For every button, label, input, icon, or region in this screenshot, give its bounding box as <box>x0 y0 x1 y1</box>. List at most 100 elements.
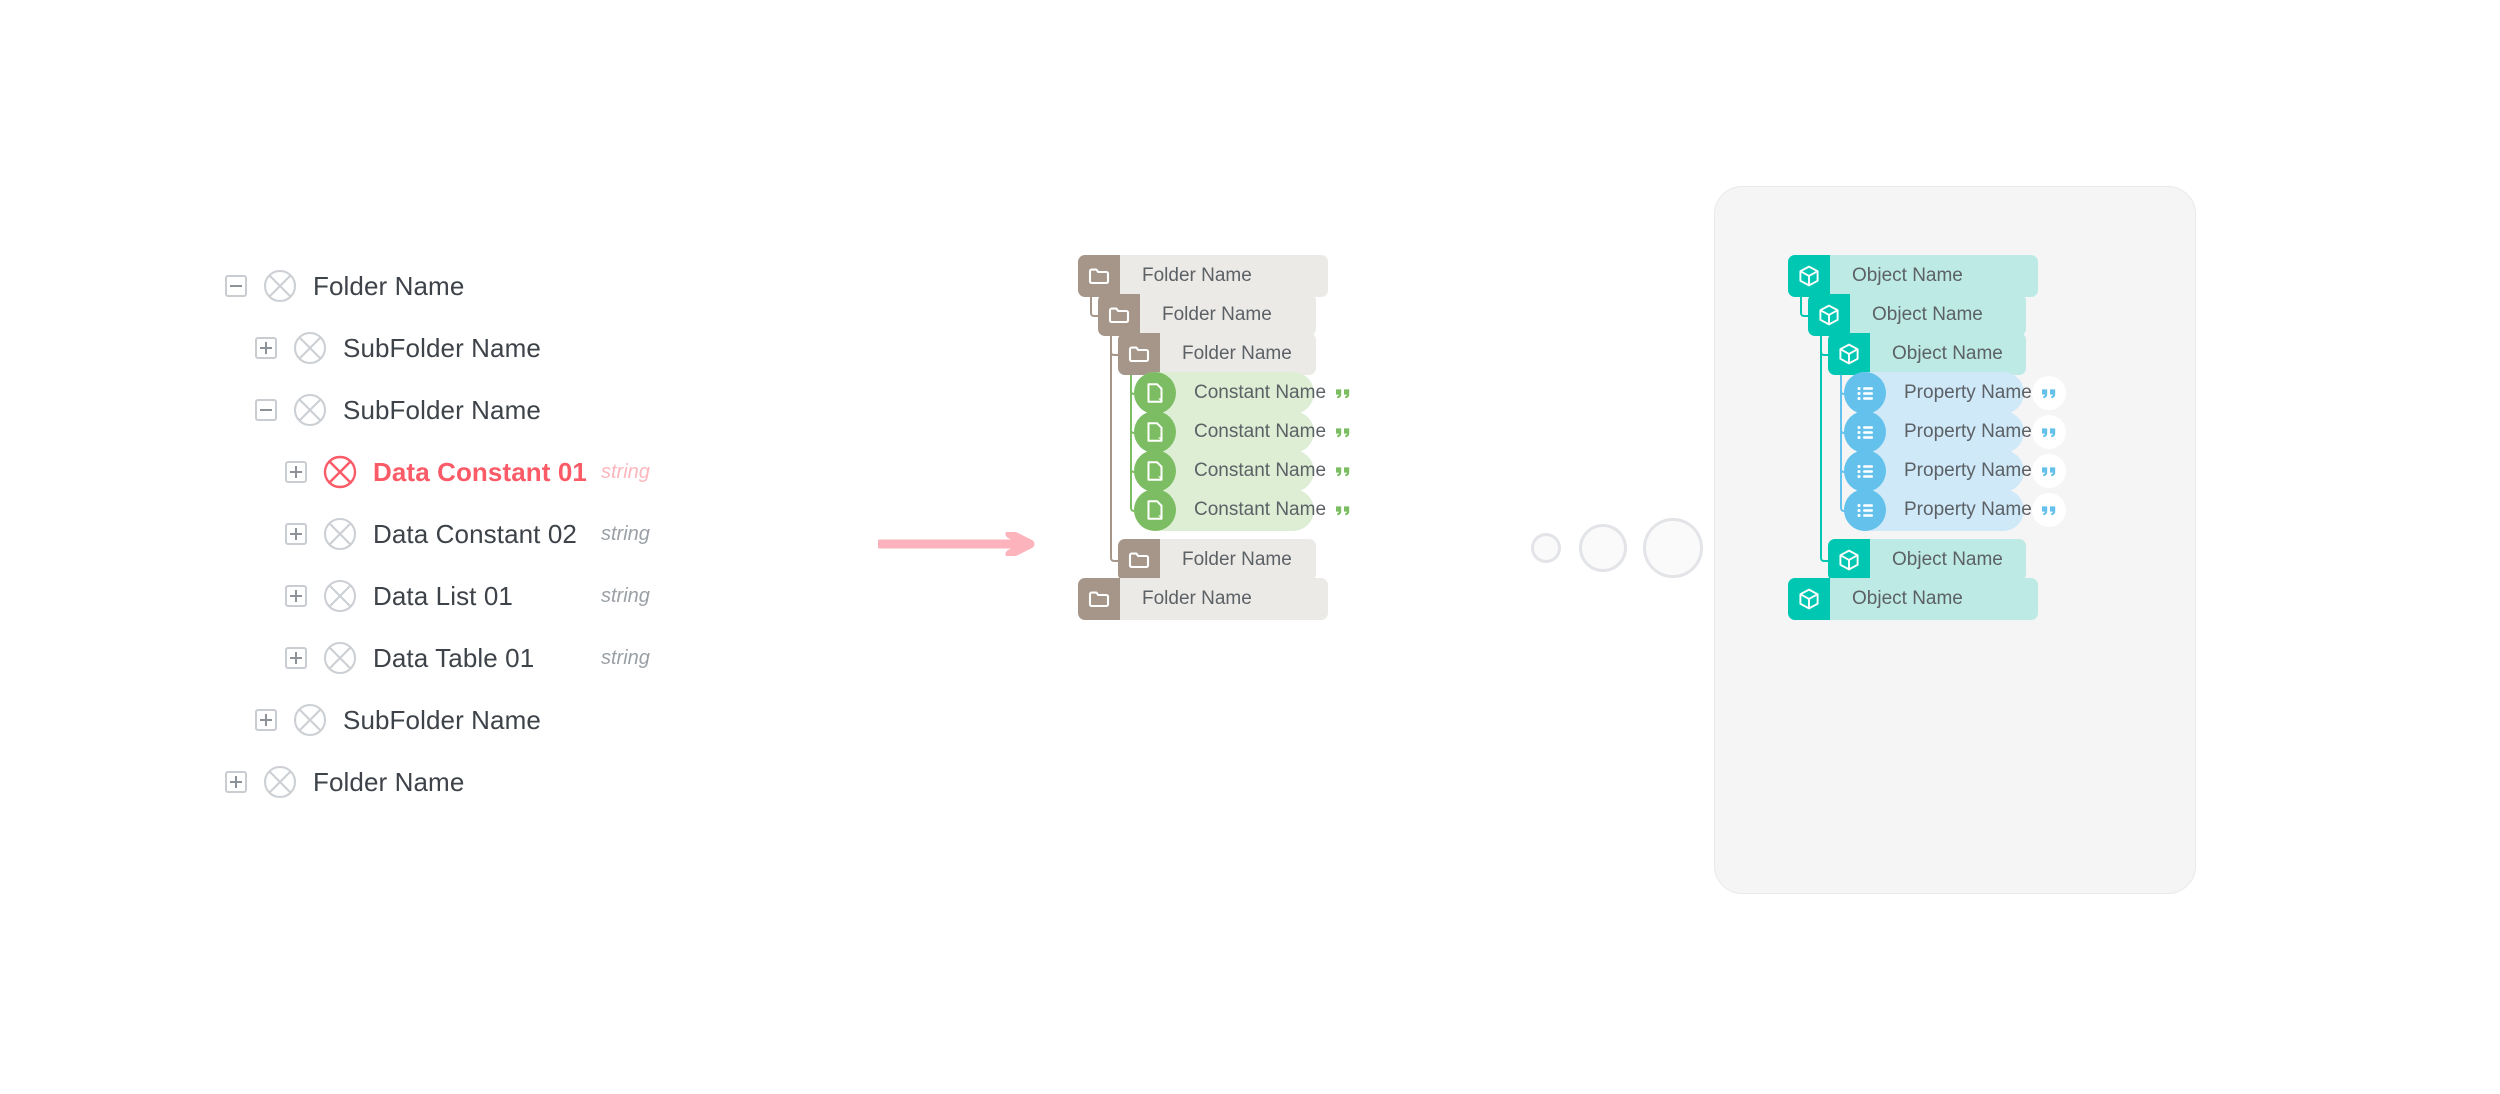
chip-row[interactable]: Property Name <box>1844 411 2066 453</box>
folder-chip[interactable]: Folder Name <box>1118 539 1316 581</box>
chip-label: Folder Name <box>1120 578 1328 620</box>
expand-icon[interactable] <box>285 523 307 545</box>
quote-icon <box>1326 376 1361 410</box>
object-chip[interactable]: Object Name <box>1808 294 2026 336</box>
quote-icon <box>2031 493 2066 527</box>
chip-label: Object Name <box>1830 255 2038 297</box>
chip-row[interactable]: Constant Name <box>1134 372 1361 414</box>
expand-icon[interactable] <box>285 585 307 607</box>
folder-chip[interactable]: Folder Name <box>1098 294 1316 336</box>
tree-connector <box>1090 297 1100 317</box>
transition-dots <box>1525 518 1715 578</box>
chip-label: Folder Name <box>1140 294 1316 336</box>
constant-chip[interactable]: Constant Name <box>1134 450 1361 492</box>
property-chip[interactable]: Property Name <box>1844 489 2066 531</box>
chip-row[interactable]: Object Name <box>1788 578 2038 620</box>
chip-label: Property Name <box>1904 421 2032 442</box>
chip-row[interactable]: Folder Name <box>1078 255 1328 297</box>
expand-icon[interactable] <box>285 647 307 669</box>
folder-icon <box>1078 578 1120 620</box>
chip-row[interactable]: Folder Name <box>1118 539 1316 581</box>
property-chip[interactable]: Property Name <box>1844 411 2066 453</box>
flow-arrow <box>875 529 1038 559</box>
tree-row-type: string <box>601 584 650 607</box>
property-chip[interactable]: Property Name <box>1844 372 2066 414</box>
object-chip[interactable]: Object Name <box>1828 539 2026 581</box>
tree-row[interactable]: SubFolder Name <box>225 317 845 379</box>
object-chip[interactable]: Object Name <box>1788 255 2038 297</box>
tree-connector <box>1820 336 1830 562</box>
transition-dot-medium <box>1579 524 1627 572</box>
chip-row[interactable]: Folder Name <box>1118 333 1316 375</box>
tree-row-label: Data Constant 02 <box>373 518 577 549</box>
tree-row[interactable]: Folder Name <box>225 751 845 813</box>
constant-chip[interactable]: Constant Name <box>1134 411 1361 453</box>
cube-icon <box>1788 255 1830 297</box>
collapse-icon[interactable] <box>225 275 247 297</box>
chip-label: Folder Name <box>1160 333 1316 375</box>
folder-chip[interactable]: Folder Name <box>1078 255 1328 297</box>
quote-icon <box>1326 454 1361 488</box>
tree-row[interactable]: SubFolder Name <box>225 689 845 751</box>
chip-row[interactable]: Object Name <box>1828 333 2026 375</box>
constant-chip[interactable]: Constant Name <box>1134 372 1361 414</box>
crossed-circle-icon <box>293 393 327 427</box>
transition-dot-small <box>1531 533 1561 563</box>
chip-row[interactable]: Constant Name <box>1134 411 1361 453</box>
cube-icon <box>1788 578 1830 620</box>
chip-row[interactable]: Property Name <box>1844 489 2066 531</box>
quote-icon <box>2031 415 2066 449</box>
list-icon <box>1844 450 1886 492</box>
tree-row-label: SubFolder Name <box>343 704 541 735</box>
crossed-circle-icon <box>323 517 357 551</box>
object-chip[interactable]: Object Name <box>1788 578 2038 620</box>
expand-icon[interactable] <box>225 771 247 793</box>
chip-label: Object Name <box>1870 333 2026 375</box>
document-icon <box>1134 372 1176 414</box>
chip-label: Property Name <box>1904 382 2032 403</box>
expand-icon[interactable] <box>285 461 307 483</box>
document-icon <box>1134 450 1176 492</box>
list-icon <box>1844 411 1886 453</box>
cube-icon <box>1828 333 1870 375</box>
crossed-circle-icon <box>323 641 357 675</box>
chip-label: Property Name <box>1904 499 2032 520</box>
chip-row[interactable]: Object Name <box>1808 294 2026 336</box>
tree-row[interactable]: SubFolder Name <box>225 379 845 441</box>
quote-icon <box>2031 454 2066 488</box>
chip-row[interactable]: Property Name <box>1844 450 2066 492</box>
crossed-circle-icon <box>293 703 327 737</box>
chip-label: Property Name <box>1904 460 2032 481</box>
folder-icon <box>1098 294 1140 336</box>
expand-icon[interactable] <box>255 709 277 731</box>
chip-row[interactable]: Constant Name <box>1134 489 1361 531</box>
chip-row[interactable]: Folder Name <box>1078 578 1328 620</box>
object-chip[interactable]: Object Name <box>1828 333 2026 375</box>
collapse-icon[interactable] <box>255 399 277 421</box>
chip-label: Folder Name <box>1160 539 1316 581</box>
tree-row[interactable]: Data Constant 02 string <box>225 503 845 565</box>
chip-row[interactable]: Constant Name <box>1134 450 1361 492</box>
crossed-circle-icon <box>263 765 297 799</box>
folder-icon <box>1118 539 1160 581</box>
property-chip[interactable]: Property Name <box>1844 450 2066 492</box>
chip-row[interactable]: Object Name <box>1788 255 2038 297</box>
chip-label: Constant Name <box>1194 382 1327 403</box>
crossed-circle-icon <box>323 455 357 489</box>
tree-row-type: string <box>601 522 650 545</box>
tree-row[interactable]: Folder Name <box>225 255 845 317</box>
folder-chip[interactable]: Folder Name <box>1118 333 1316 375</box>
tree-row-label: SubFolder Name <box>343 394 541 425</box>
constant-chip[interactable]: Constant Name <box>1134 489 1361 531</box>
folder-chip[interactable]: Folder Name <box>1078 578 1328 620</box>
chip-row[interactable]: Folder Name <box>1098 294 1316 336</box>
chip-row[interactable]: Object Name <box>1828 539 2026 581</box>
cube-icon <box>1808 294 1850 336</box>
expand-icon[interactable] <box>255 337 277 359</box>
chip-row[interactable]: Property Name <box>1844 372 2066 414</box>
